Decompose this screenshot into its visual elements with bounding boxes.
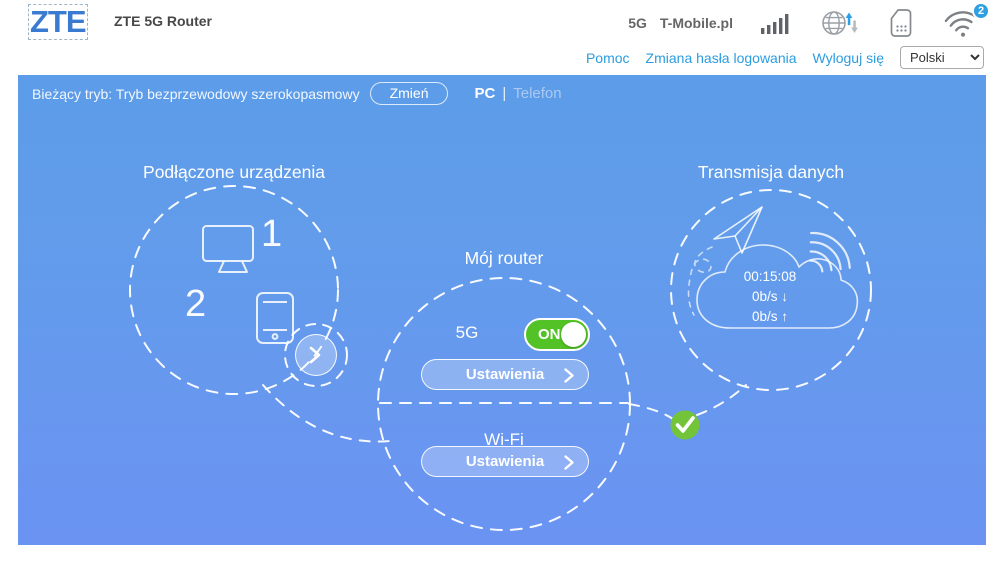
footer-strip <box>0 545 1004 569</box>
pc-count: 1 <box>261 213 283 255</box>
sim-icon <box>889 8 914 38</box>
wifi-label: Wi-Fi <box>484 430 524 449</box>
network-type-label: 5G <box>628 15 647 31</box>
plane-trail <box>687 246 713 316</box>
wifi-icon: 2 <box>944 2 990 38</box>
header: ZTE ZTE 5G Router 5G T-Mobile.pl <box>0 0 1004 75</box>
network-5g-toggle[interactable]: ON <box>524 318 590 351</box>
help-link[interactable]: Pomoc <box>585 49 630 66</box>
current-mode-label: Bieżący tryb: Tryb bezprzewodowy szeroko… <box>32 85 360 102</box>
language-select[interactable]: Polski <box>900 46 984 69</box>
network-settings-button[interactable]: Ustawienia <box>421 359 589 390</box>
router-title: Mój router <box>464 248 544 268</box>
devices-title: Podłączone urządzenia <box>143 162 325 182</box>
dashboard-panel: Bieżący tryb: Tryb bezprzewodowy szeroko… <box>18 75 986 545</box>
cloud-icon <box>696 244 859 329</box>
change-mode-button[interactable]: Zmień <box>369 82 449 105</box>
view-separator: | <box>502 85 507 102</box>
tab-phone-view[interactable]: Telefon <box>513 85 562 102</box>
signal-bars-icon <box>759 11 791 35</box>
dashboard-graphics <box>129 185 872 531</box>
phone-icon <box>256 292 294 344</box>
mode-bar: Bieżący tryb: Tryb bezprzewodowy szeroko… <box>32 82 562 105</box>
toggle-knob <box>561 322 586 347</box>
globe-icon <box>821 9 859 37</box>
tab-pc-view[interactable]: PC <box>474 85 496 102</box>
view-switch: PC | Telefon <box>474 85 561 102</box>
toggle-on-label: ON <box>538 326 561 343</box>
zte-logo: ZTE <box>28 4 88 40</box>
download-rate: 0b/s ↓ <box>751 289 789 304</box>
wifi-settings-label: Ustawienia <box>465 453 545 470</box>
network-settings-label: Ustawienia <box>465 366 545 383</box>
traffic-title: Transmisja danych <box>697 162 845 182</box>
change-password-link[interactable]: Zmiana hasła logowania <box>645 49 797 66</box>
connection-duration: 00:15:08 <box>743 269 797 284</box>
traffic-stats: 00:15:08 0b/s ↓ 0b/s ↑ <box>690 267 850 327</box>
network-5g-label: 5G <box>455 323 479 342</box>
paper-plane-icon <box>713 206 763 254</box>
header-links: Pomoc Zmiana hasła logowania Wyloguj się… <box>586 46 984 69</box>
phone-count: 2 <box>185 283 207 325</box>
monitor-icon <box>202 225 254 273</box>
wifi-clients-badge: 2 <box>972 2 990 20</box>
page-title: ZTE 5G Router <box>114 13 213 29</box>
status-indicators: 5G T-Mobile.pl <box>628 2 990 38</box>
operator-label: T-Mobile.pl <box>659 15 733 31</box>
logout-link[interactable]: Wyloguj się <box>812 49 884 66</box>
upload-rate: 0b/s ↑ <box>751 309 789 324</box>
check-icon <box>670 410 700 440</box>
arrow-button-icon <box>309 346 321 364</box>
chevron-right-icon <box>564 455 574 470</box>
wifi-settings-button[interactable]: Ustawienia <box>421 446 589 477</box>
chevron-right-icon <box>564 368 574 383</box>
cloud-wifi-icon <box>809 231 851 273</box>
devices-detail-button[interactable] <box>295 334 337 376</box>
